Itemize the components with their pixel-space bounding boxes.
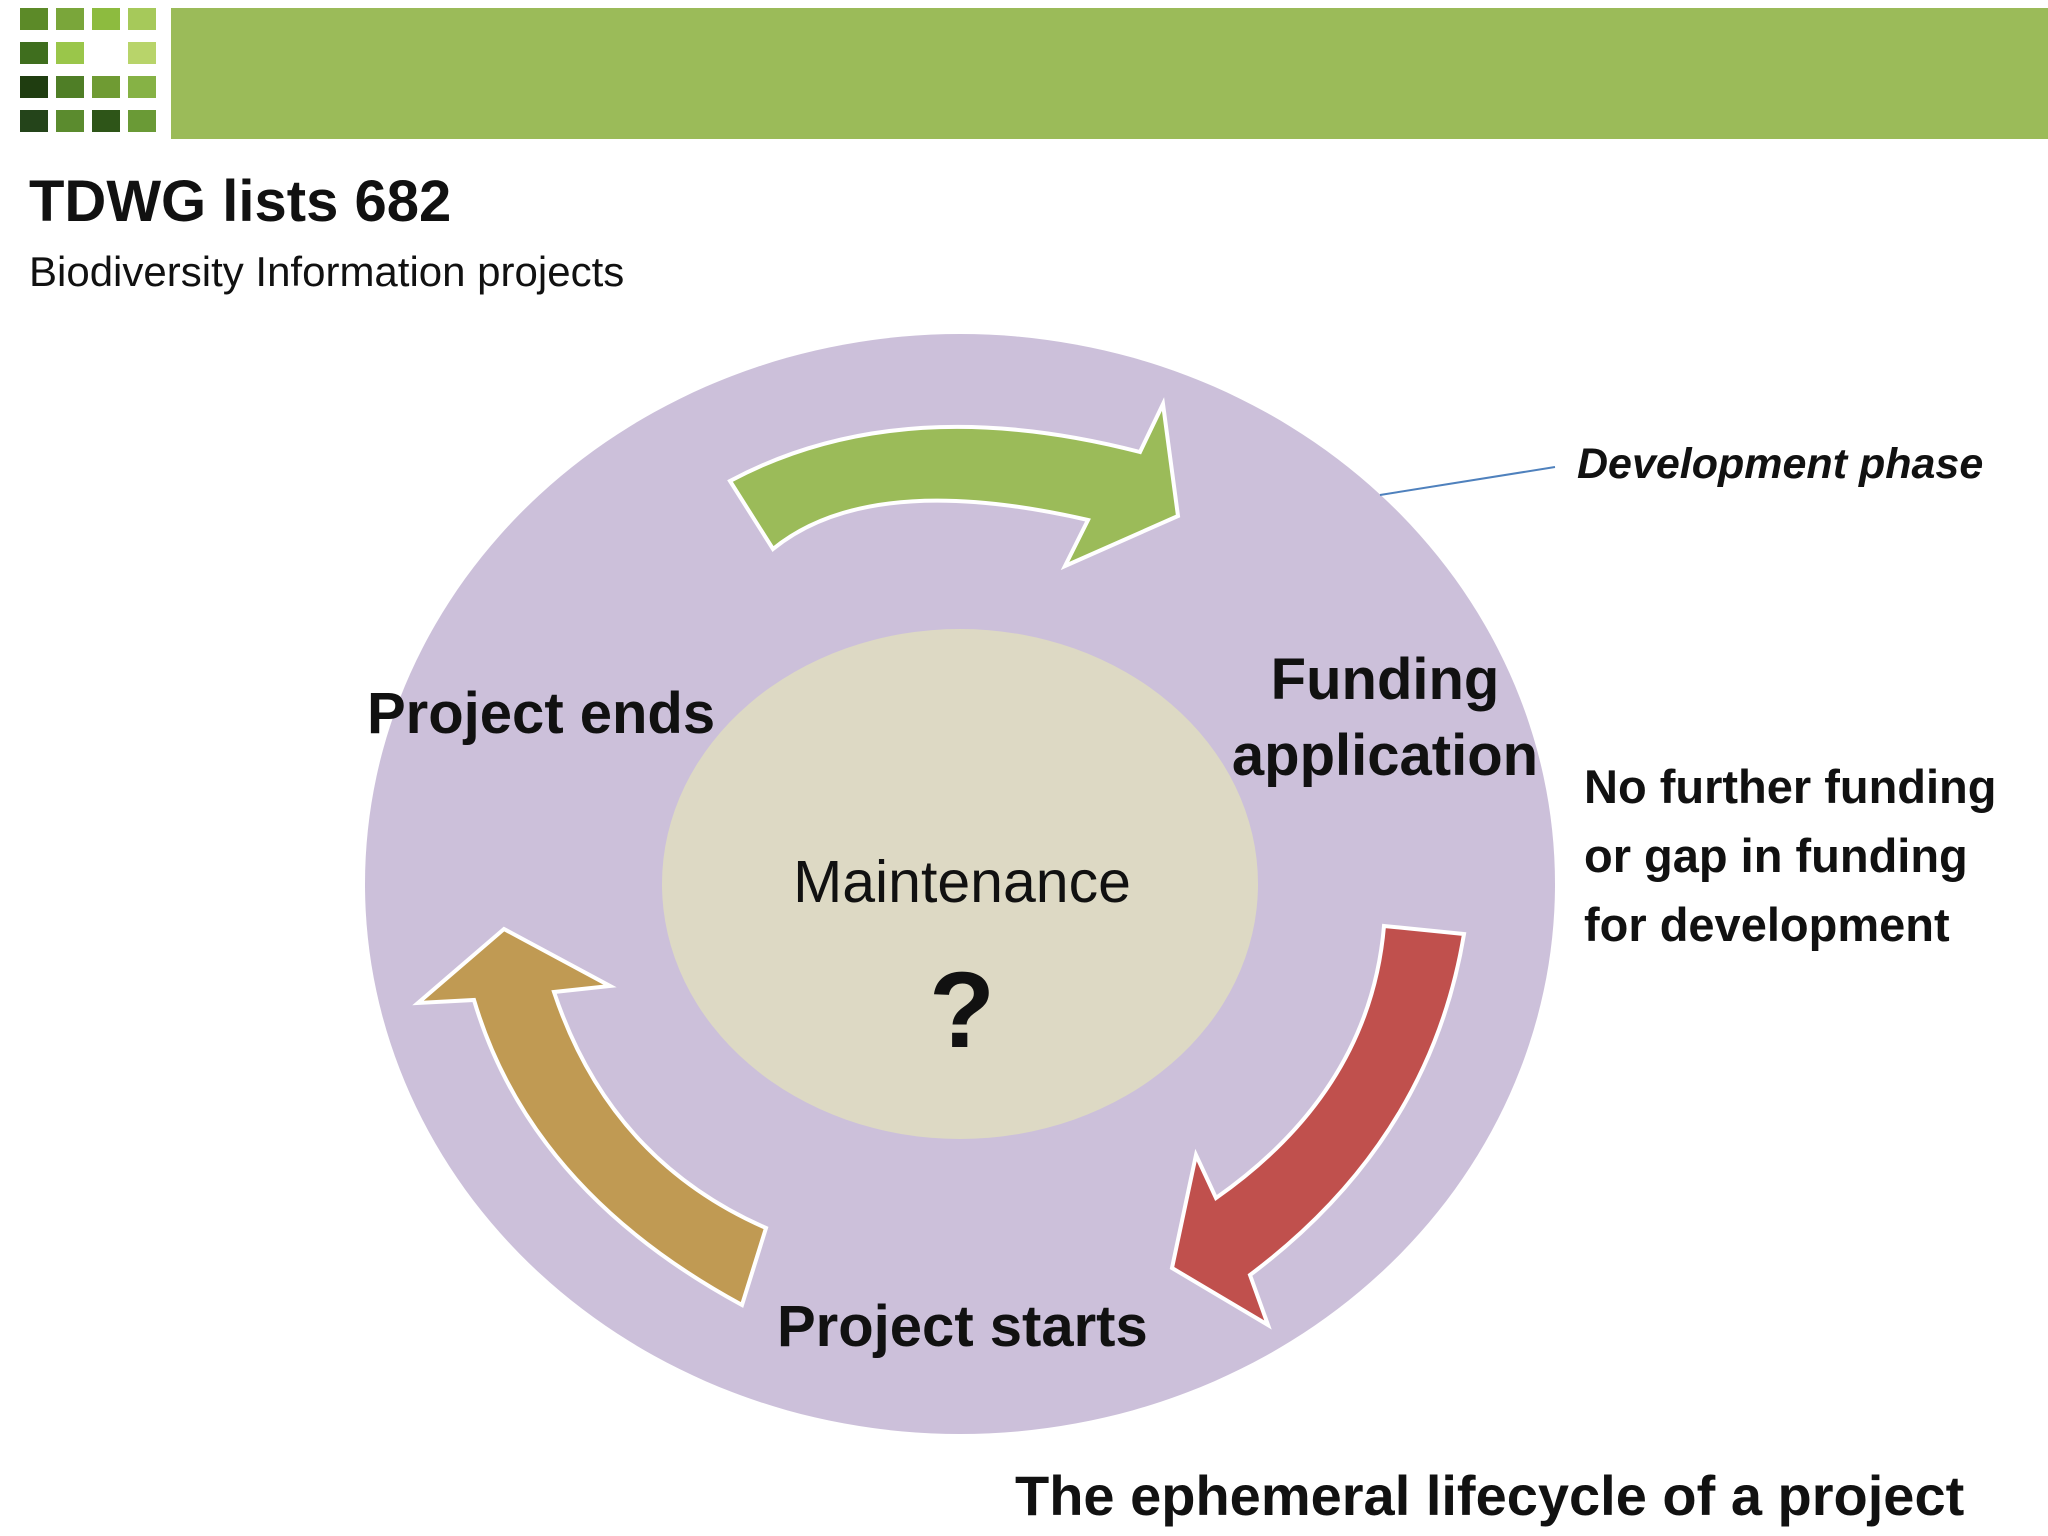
funding-line-2: application <box>1231 723 1539 788</box>
no-funding-line-2: or gap in funding <box>1584 829 1968 882</box>
logo-tile <box>92 76 120 98</box>
funding-line-1: Funding <box>1270 647 1500 712</box>
no-funding-line-1: No further funding <box>1584 760 1997 813</box>
logo-tile <box>20 8 48 30</box>
slide-title: TDWG lists 682 <box>29 169 452 234</box>
no-funding-note: No further funding or gap in funding for… <box>1584 752 1996 959</box>
no-funding-line-3: for development <box>1584 898 1950 951</box>
step-project-ends: Project ends <box>367 681 716 746</box>
arrow-green <box>727 397 1181 571</box>
step-project-starts: Project starts <box>777 1294 1148 1359</box>
logo-tile <box>20 76 48 98</box>
arrow-red <box>1169 923 1467 1330</box>
diagram-caption: The ephemeral lifecycle of a project <box>1015 1464 1965 1527</box>
development-phase-leader-line <box>1379 466 1556 496</box>
logo-tile <box>56 8 84 30</box>
logo-tile <box>128 42 156 64</box>
logo-tile <box>128 8 156 30</box>
logo-tile <box>20 110 48 132</box>
development-phase-label: Development phase <box>1577 440 1984 488</box>
logo-tile <box>20 42 48 64</box>
slide-subtitle: Biodiversity Information projects <box>29 248 625 295</box>
maintenance-question-mark: ? <box>929 949 995 1070</box>
logo-tile <box>128 110 156 132</box>
tdwg-logo <box>20 8 156 132</box>
inner-circle <box>662 629 1258 1139</box>
maintenance-label: Maintenance <box>793 849 1131 915</box>
logo-tile <box>56 110 84 132</box>
logo-tile <box>56 76 84 98</box>
logo-tile <box>92 110 120 132</box>
step-funding-application: Funding application <box>1215 642 1555 794</box>
logo-tile <box>56 42 84 64</box>
logo-tile <box>92 8 120 30</box>
header-bar <box>171 8 2048 139</box>
logo-tile <box>128 76 156 98</box>
arrow-tan <box>412 926 769 1308</box>
